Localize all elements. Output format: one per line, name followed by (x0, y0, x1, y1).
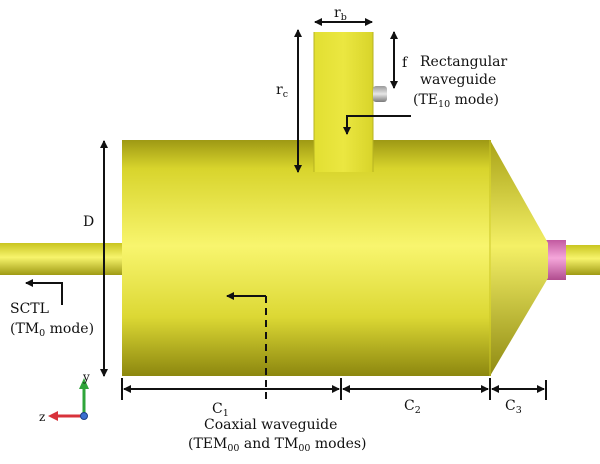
c3-label: C3 (505, 398, 522, 416)
axes-triad: y z (39, 370, 90, 424)
conical-taper (490, 140, 548, 376)
y-axis-arrowhead (79, 378, 89, 389)
coaxial-cylinder (122, 140, 491, 376)
probe-icon (373, 86, 387, 102)
coax-title: Coaxial waveguide (204, 417, 337, 433)
coax-mode: (TEM00 and TM00 modes) (188, 436, 367, 454)
rect-wg-mode: (TE10 mode) (413, 92, 499, 110)
right-rod (565, 245, 600, 275)
sctl-title: SCTL (10, 301, 49, 317)
rect-wg-title-1: Rectangular (420, 54, 507, 70)
rc-label: rc (276, 82, 288, 100)
z-axis-arrowhead (48, 411, 58, 421)
rb-label: rb (334, 5, 347, 23)
d-label: D (83, 214, 94, 230)
c2-label: C2 (404, 398, 421, 416)
sctl-mode: (TM0 mode) (10, 321, 94, 339)
pink-end-cap (544, 240, 566, 280)
rect-wg-title-2: waveguide (420, 72, 496, 88)
z-axis-label: z (39, 410, 45, 424)
f-label: f (402, 55, 409, 71)
sctl-rod (0, 243, 124, 275)
y-axis-label: y (82, 370, 90, 384)
sctl-direction-arrow (25, 279, 63, 305)
x-axis-dot-icon (80, 412, 88, 420)
te10-direction-arrow (343, 115, 411, 135)
rectangular-waveguide (314, 32, 373, 172)
c1-label: C1 (212, 401, 229, 419)
